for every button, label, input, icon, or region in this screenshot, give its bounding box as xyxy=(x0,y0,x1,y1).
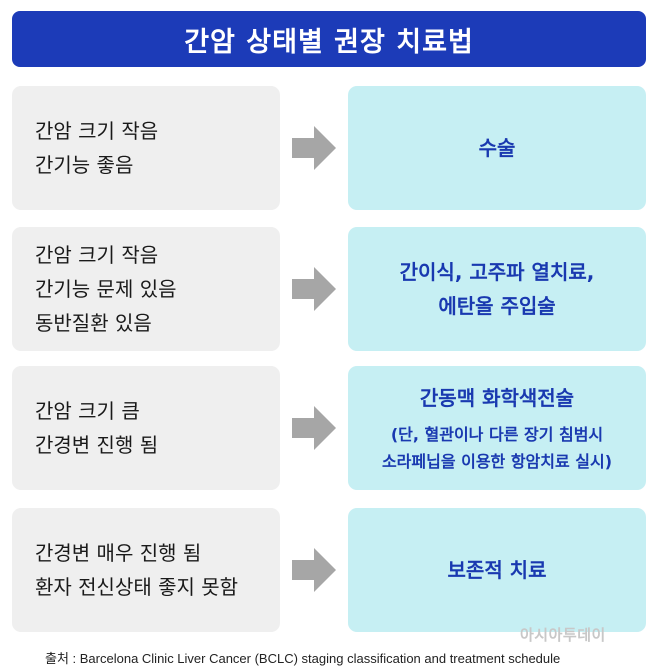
treatment-line: 보존적 치료 xyxy=(447,558,547,582)
page-title: 간암 상태별 권장 치료법 xyxy=(184,26,474,58)
right-arrow-icon xyxy=(292,126,336,170)
treatment-line: 에탄올 주입술 xyxy=(438,294,556,318)
treatment-note-line: (단, 혈관이나 다른 장기 침범시 xyxy=(390,425,604,444)
treatment-row: 간암 크기 작음 간기능 문제 있음 동반질환 있음 간이식, 고주파 열치료,… xyxy=(12,227,646,351)
condition-box: 간암 크기 작음 간기능 좋음 xyxy=(12,86,280,210)
condition-line: 간암 크기 작음 xyxy=(35,119,159,143)
treatment-note-line: 소라페닙을 이용한 항암치료 실시) xyxy=(381,452,613,471)
condition-line: 간기능 문제 있음 xyxy=(35,277,177,301)
condition-line: 간경변 매우 진행 됨 xyxy=(35,541,202,565)
condition-line: 간암 크기 작음 xyxy=(35,243,159,267)
treatment-box: 보존적 치료 xyxy=(348,508,646,632)
treatment-row: 간경변 매우 진행 됨 환자 전신상태 좋지 못함 보존적 치료 xyxy=(12,508,646,632)
treatment-box: 간이식, 고주파 열치료, 에탄올 주입술 xyxy=(348,227,646,351)
treatment-box: 수술 xyxy=(348,86,646,210)
treatment-line: 간동맥 화학색전술 xyxy=(419,386,575,410)
treatment-row: 간암 크기 작음 간기능 좋음 수술 xyxy=(12,86,646,210)
right-arrow-icon xyxy=(292,548,336,592)
condition-box: 간암 크기 큼 간경변 진행 됨 xyxy=(12,366,280,490)
title-banner: 간암 상태별 권장 치료법 xyxy=(12,11,646,67)
source-caption: 출처 : Barcelona Clinic Liver Cancer (BCLC… xyxy=(45,651,561,666)
treatment-line: 수술 xyxy=(478,136,516,160)
treatment-line: 간이식, 고주파 열치료, xyxy=(399,260,595,284)
treatment-box: 간동맥 화학색전술 (단, 혈관이나 다른 장기 침범시 소라페닙을 이용한 항… xyxy=(348,366,646,490)
right-arrow-icon xyxy=(292,406,336,450)
condition-line: 간기능 좋음 xyxy=(35,153,134,177)
treatment-row: 간암 크기 큼 간경변 진행 됨 간동맥 화학색전술 (단, 혈관이나 다른 장… xyxy=(12,366,646,490)
right-arrow-icon xyxy=(292,267,336,311)
condition-box: 간암 크기 작음 간기능 문제 있음 동반질환 있음 xyxy=(12,227,280,351)
condition-line: 간암 크기 큼 xyxy=(35,399,140,423)
condition-box: 간경변 매우 진행 됨 환자 전신상태 좋지 못함 xyxy=(12,508,280,632)
condition-line: 환자 전신상태 좋지 못함 xyxy=(35,575,239,599)
watermark-text: 아시아투데이 xyxy=(520,626,606,644)
condition-line: 간경변 진행 됨 xyxy=(35,433,159,457)
condition-line: 동반질환 있음 xyxy=(35,311,152,335)
